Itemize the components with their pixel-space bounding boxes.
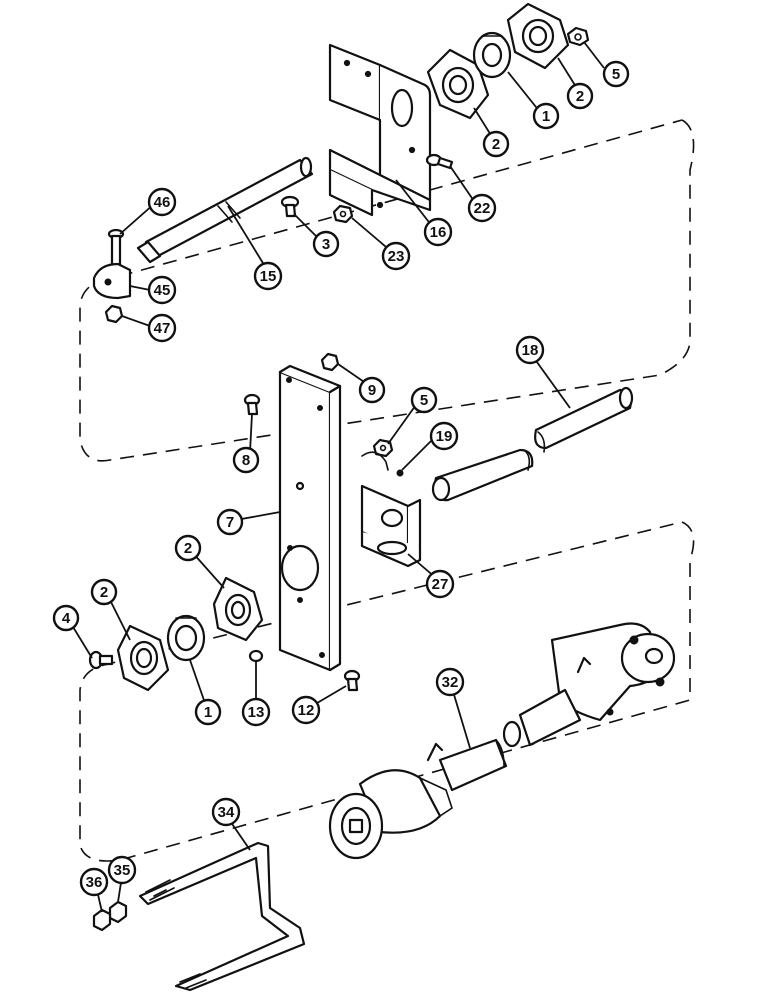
- nut-35: [108, 900, 128, 924]
- callout-47: 47: [147, 313, 177, 343]
- callout-32: 32: [435, 667, 465, 697]
- svg-text:5: 5: [612, 66, 620, 83]
- svg-text:4: 4: [62, 610, 71, 627]
- support-plate-7: [278, 364, 342, 672]
- bolt-8: [243, 393, 261, 416]
- callout-27: 27: [425, 569, 455, 599]
- callout-36: 36: [79, 867, 109, 897]
- svg-text:35: 35: [114, 862, 131, 879]
- callout-2d: 2: [90, 578, 118, 606]
- nut-47: [104, 304, 124, 324]
- lower-assembly-outline: [79, 521, 695, 862]
- washer-13: [248, 649, 264, 663]
- svg-text:19: 19: [436, 428, 453, 445]
- bolt-12: [343, 669, 361, 692]
- callout-16: 16: [423, 217, 453, 247]
- bearing-upper-1a: [472, 31, 512, 79]
- callout-15: 15: [253, 261, 283, 291]
- nut-23: [332, 204, 354, 224]
- flange-plate-lower-2d: [116, 624, 170, 692]
- nut-5a: [566, 26, 590, 47]
- mounting-bracket-16: [328, 43, 432, 217]
- callout-5a: 5: [602, 60, 630, 88]
- svg-text:7: 7: [226, 514, 234, 531]
- svg-text:5: 5: [420, 392, 428, 409]
- u-bolt-34: [138, 841, 306, 992]
- flange-plate-upper-2b: [426, 48, 490, 120]
- bearing-lower-1b: [166, 614, 206, 662]
- nut-9: [320, 352, 340, 372]
- svg-text:34: 34: [218, 804, 235, 821]
- callout-1a: 1: [532, 102, 560, 130]
- svg-text:32: 32: [442, 674, 459, 691]
- leader-lines: [69, 41, 605, 913]
- svg-text:1: 1: [204, 704, 212, 721]
- pto-driveshaft-32: [328, 622, 676, 860]
- callout-9: 9: [358, 376, 386, 404]
- nut-36: [92, 908, 112, 932]
- bolt-3: [280, 195, 300, 218]
- svg-text:13: 13: [248, 704, 265, 721]
- callout-13: 13: [241, 697, 271, 727]
- svg-text:22: 22: [474, 200, 491, 217]
- svg-text:12: 12: [298, 702, 315, 719]
- svg-text:23: 23: [388, 248, 405, 265]
- svg-text:2: 2: [576, 88, 584, 105]
- callout-22: 22: [467, 193, 497, 223]
- svg-text:47: 47: [154, 320, 171, 337]
- flange-plate-lower-2c: [212, 576, 264, 642]
- clamp-bracket-27: [360, 451, 422, 568]
- flange-plate-upper-2a: [506, 2, 570, 70]
- callout-3: 3: [312, 230, 340, 258]
- bolt-22: [425, 153, 454, 170]
- svg-text:36: 36: [86, 874, 103, 891]
- svg-text:18: 18: [522, 342, 539, 359]
- callout-2c: 2: [174, 534, 202, 562]
- upper-assembly-outline: [79, 119, 695, 462]
- callout-12: 12: [291, 695, 321, 725]
- nut-5b: [372, 438, 394, 458]
- callout-19: 19: [429, 421, 459, 451]
- svg-text:2: 2: [100, 584, 108, 601]
- callout-23: 23: [381, 241, 411, 271]
- callout-35: 35: [107, 855, 137, 885]
- svg-text:2: 2: [184, 540, 192, 557]
- svg-text:45: 45: [154, 282, 171, 299]
- callout-5b: 5: [410, 386, 438, 414]
- svg-text:3: 3: [322, 236, 330, 253]
- callout-7: 7: [216, 508, 244, 536]
- bolt-4: [88, 650, 114, 670]
- callout-45: 45: [147, 275, 177, 305]
- svg-text:8: 8: [242, 452, 250, 469]
- callout-2a: 2: [566, 82, 594, 110]
- callout-4: 4: [52, 604, 80, 632]
- callout-34: 34: [211, 797, 241, 827]
- svg-text:1: 1: [542, 108, 550, 125]
- callout-8: 8: [232, 446, 260, 474]
- pin-19: [396, 469, 404, 477]
- callout-2b: 2: [482, 130, 510, 158]
- bolt-46: [107, 228, 125, 270]
- callout-1b: 1: [194, 698, 222, 726]
- svg-text:27: 27: [432, 576, 449, 593]
- callout-18: 18: [515, 335, 545, 365]
- svg-text:9: 9: [368, 382, 376, 399]
- svg-text:46: 46: [154, 194, 171, 211]
- clamp-45: [92, 262, 132, 300]
- svg-text:16: 16: [430, 224, 447, 241]
- svg-text:15: 15: [260, 268, 277, 285]
- tube-18: [431, 386, 634, 502]
- svg-text:2: 2: [492, 136, 500, 153]
- callout-46: 46: [147, 187, 177, 217]
